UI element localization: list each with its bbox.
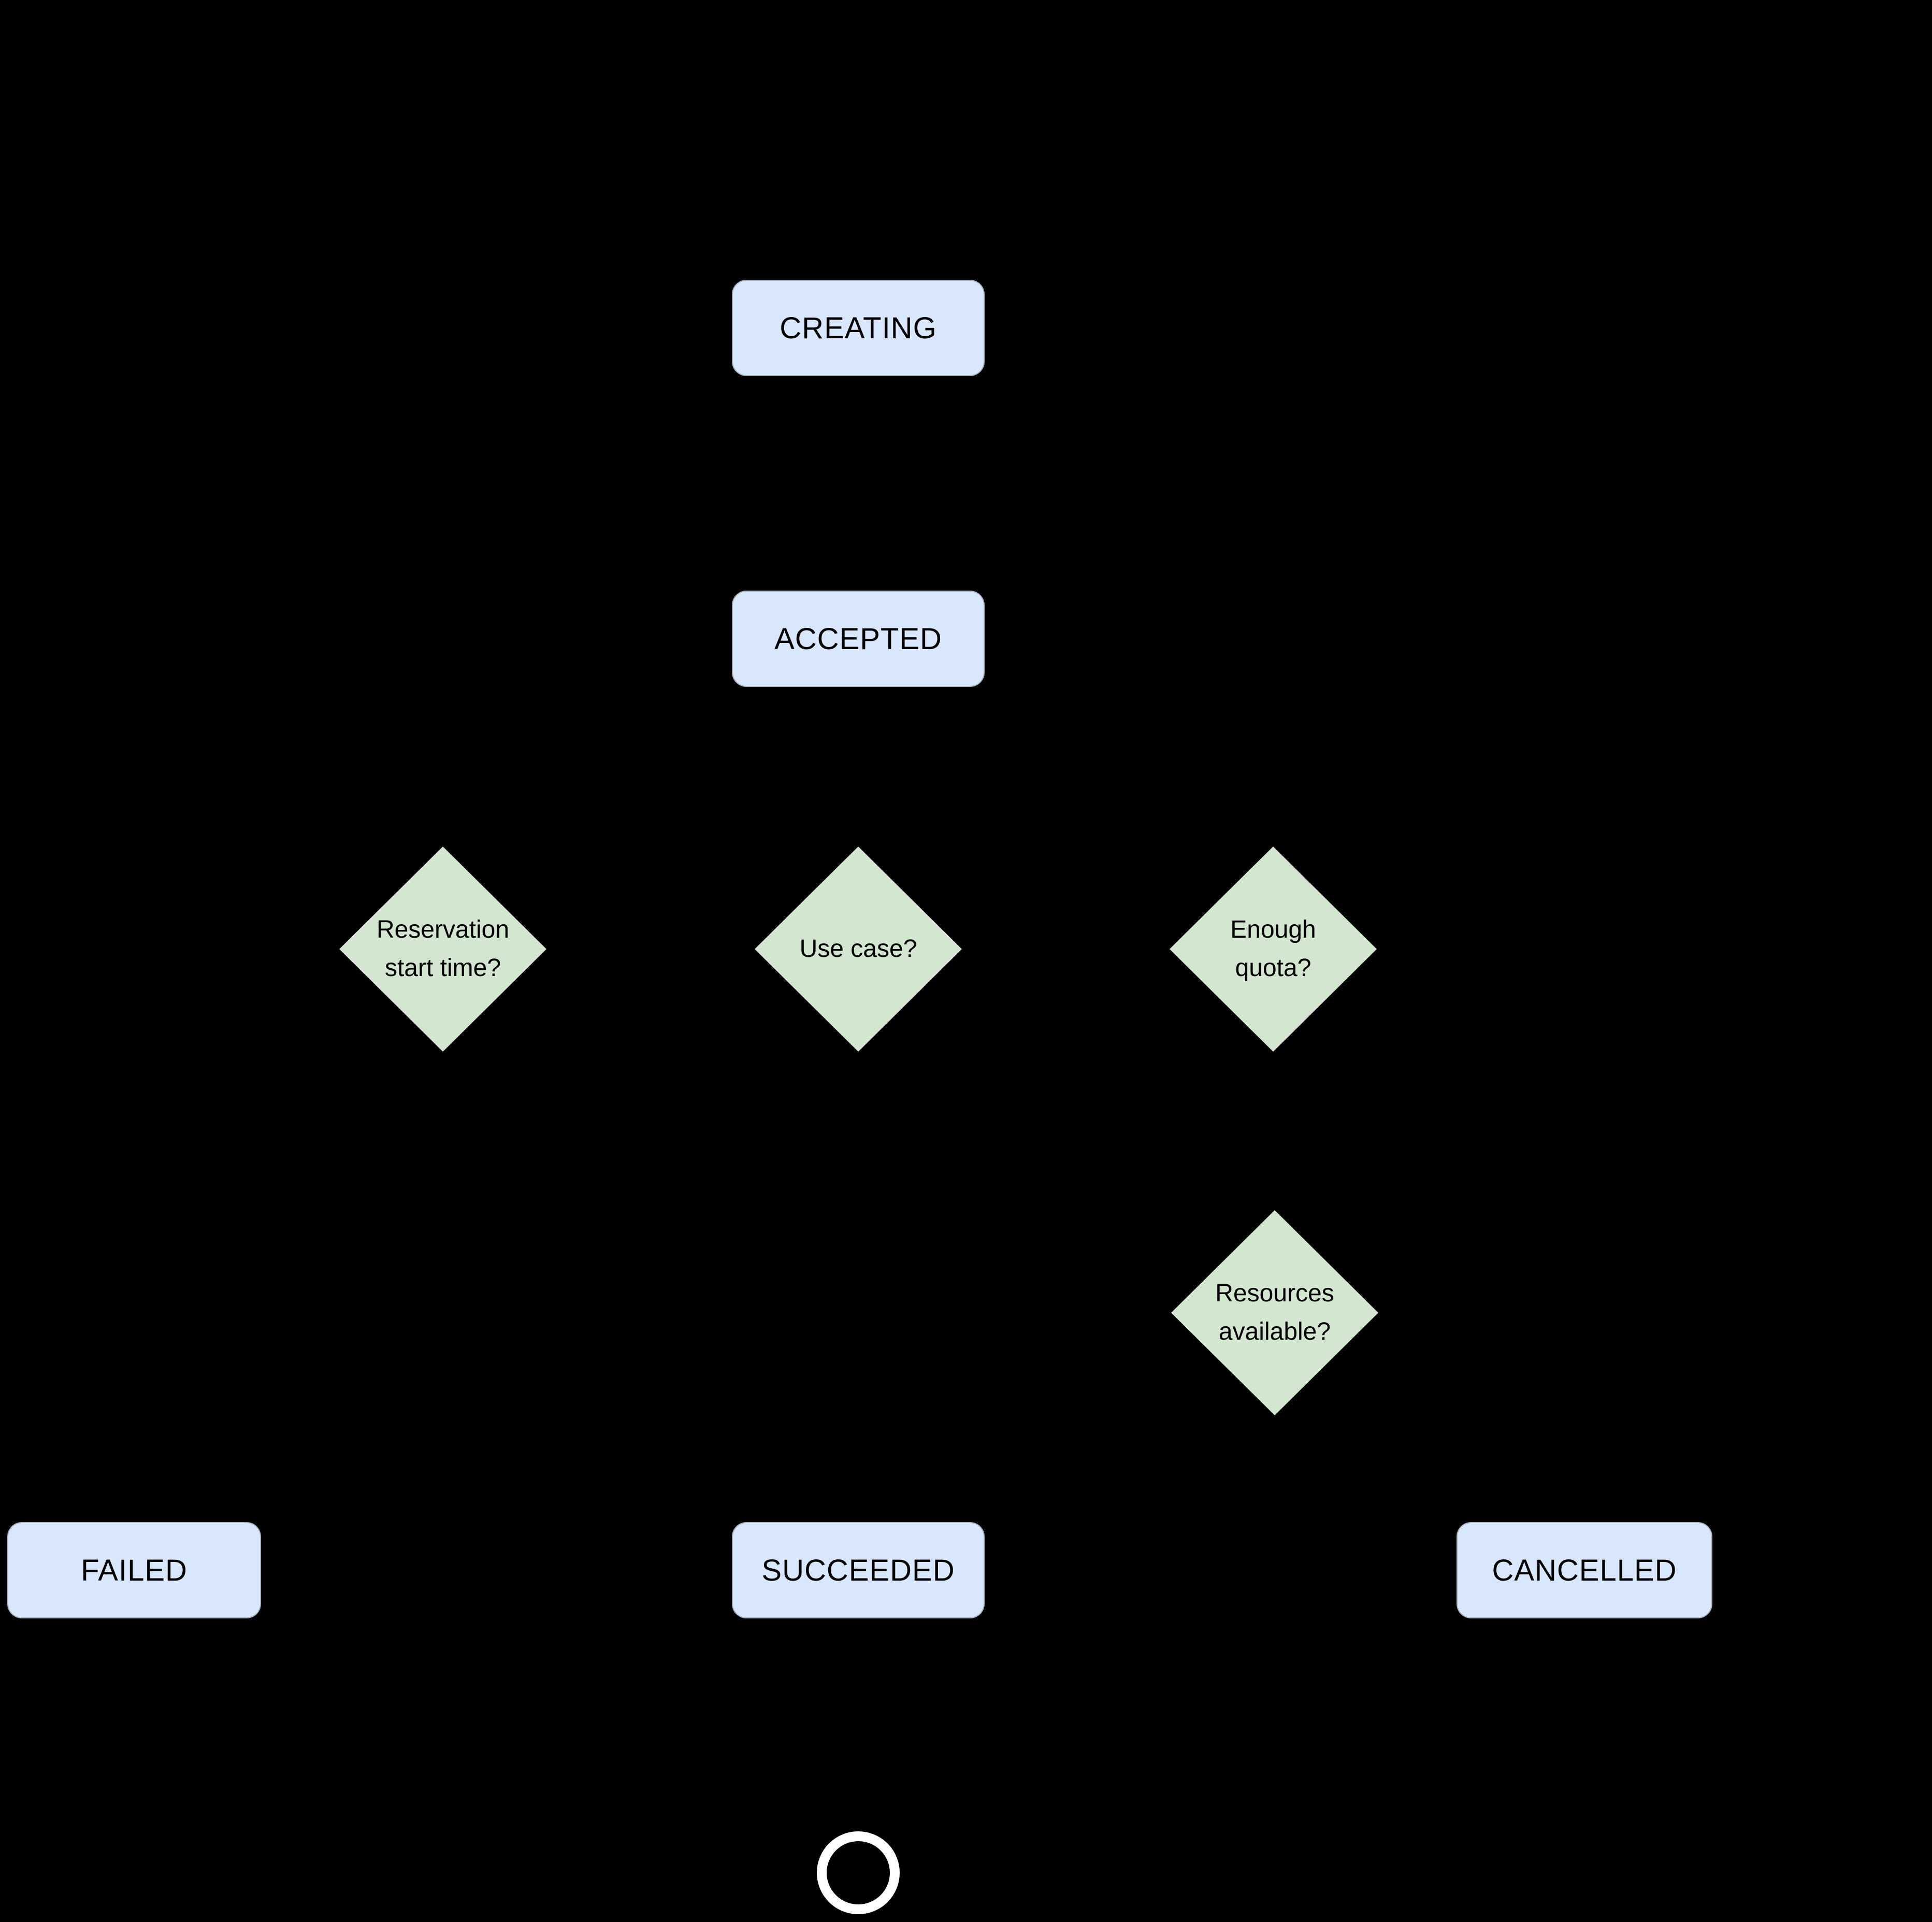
final-state-circle-icon xyxy=(817,1831,900,1914)
decision-enough-quota-line1: Enough xyxy=(1230,916,1316,943)
state-accepted: ACCEPTED xyxy=(732,591,985,687)
state-succeeded-label: SUCCEEDED xyxy=(761,1553,955,1587)
decision-use-case: Use case? xyxy=(755,847,962,1052)
state-creating: CREATING xyxy=(732,280,985,376)
decision-reservation-start-time-line1: Reservation xyxy=(376,916,510,943)
decision-reservation-start-time-line2: start time? xyxy=(384,954,501,982)
state-accepted-label: ACCEPTED xyxy=(774,622,942,656)
state-cancelled: CANCELLED xyxy=(1457,1522,1712,1618)
decision-use-case-line1: Use case? xyxy=(799,935,917,963)
state-cancelled-label: CANCELLED xyxy=(1492,1553,1677,1587)
decision-resources-available-line2: available? xyxy=(1218,1318,1331,1345)
decision-resources-available: Resources available? xyxy=(1171,1210,1378,1415)
state-failed: FAILED xyxy=(7,1522,261,1618)
decision-enough-quota: Enough quota? xyxy=(1170,847,1377,1052)
state-creating-label: CREATING xyxy=(780,311,937,345)
state-failed-label: FAILED xyxy=(81,1553,188,1587)
decision-enough-quota-line2: quota? xyxy=(1235,954,1311,982)
decision-reservation-start-time: Reservation start time? xyxy=(339,847,546,1052)
decision-resources-available-line1: Resources xyxy=(1215,1280,1334,1307)
state-succeeded: SUCCEEDED xyxy=(732,1522,985,1618)
